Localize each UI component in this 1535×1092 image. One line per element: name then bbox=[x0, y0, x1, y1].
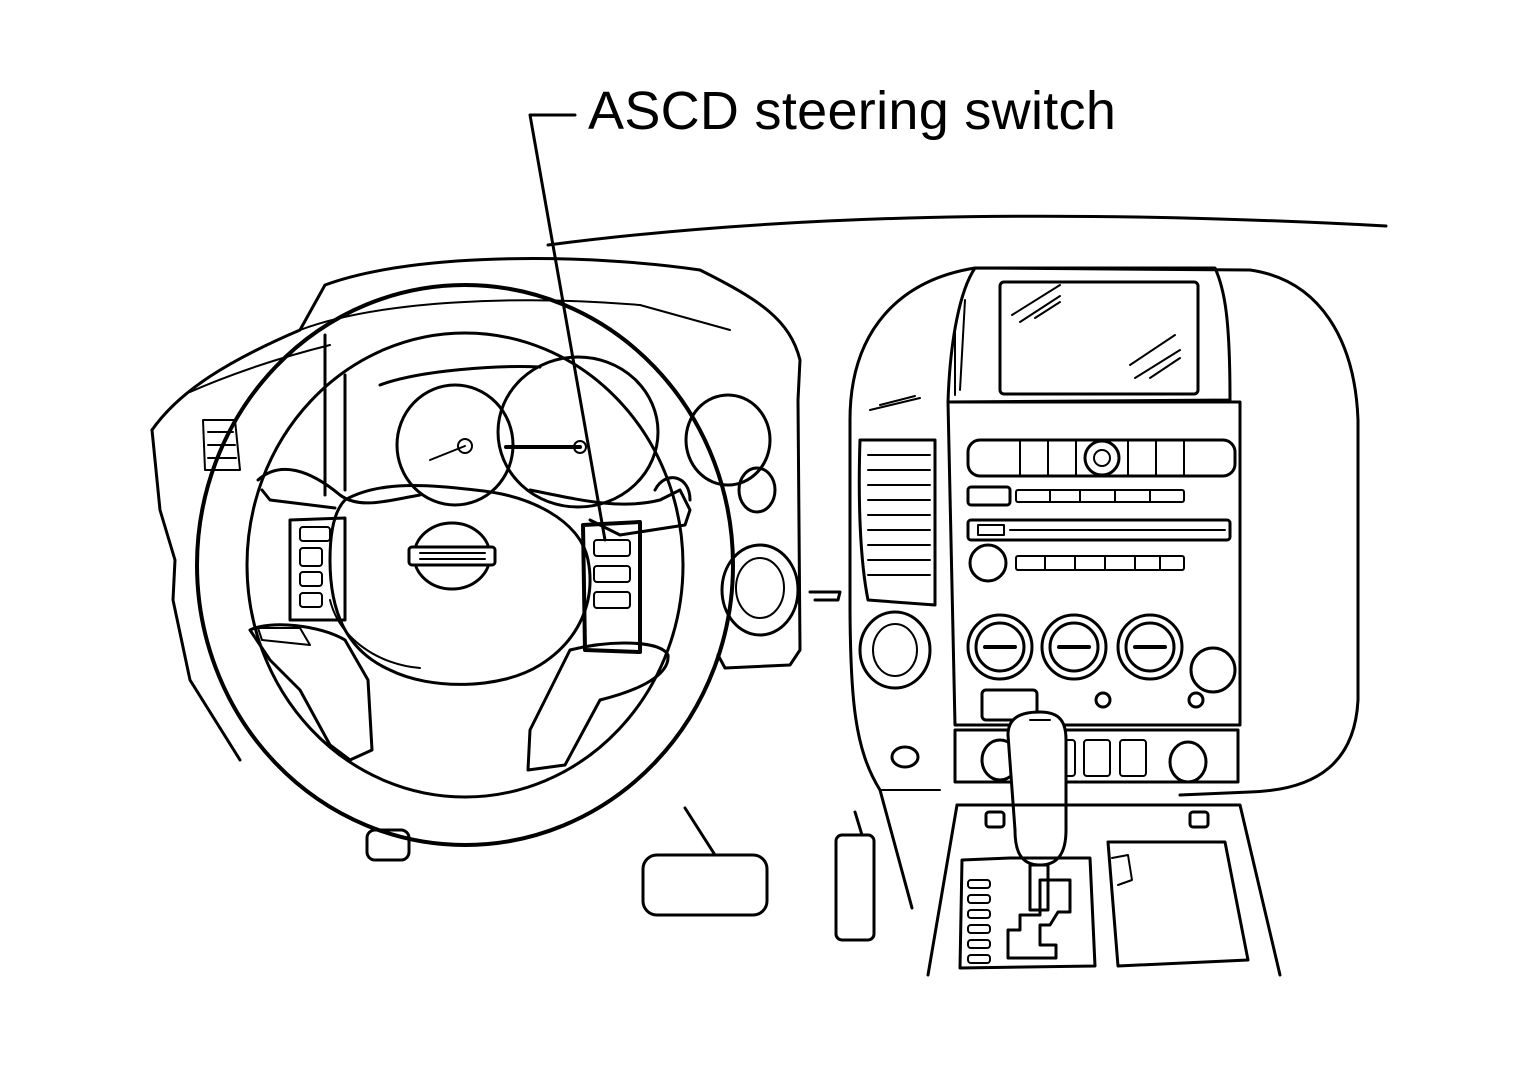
left-air-vent bbox=[202, 419, 241, 471]
lower-console bbox=[926, 803, 1282, 977]
climate-knobs bbox=[966, 613, 1237, 709]
center-vent bbox=[857, 438, 937, 607]
speedometer-gauge bbox=[496, 355, 660, 509]
accelerator-pedal bbox=[834, 833, 876, 942]
callout-label: ASCD steering switch bbox=[588, 81, 1117, 141]
cup-holder-lid bbox=[1106, 840, 1250, 968]
gauge-cluster bbox=[323, 333, 772, 509]
ignition-area bbox=[720, 543, 800, 637]
shift-lever bbox=[1006, 710, 1068, 912]
airbag-hub bbox=[328, 484, 592, 686]
instrument-hood bbox=[150, 257, 802, 432]
center-console bbox=[848, 266, 1360, 910]
navigation-display bbox=[998, 280, 1200, 396]
audio-knob-icon bbox=[1083, 439, 1121, 477]
audio-button-row bbox=[966, 438, 1237, 478]
dashboard-top-edge bbox=[546, 214, 1388, 247]
round-vent bbox=[858, 610, 932, 690]
parking-brake-pedal bbox=[365, 828, 411, 862]
steering-wheel bbox=[195, 283, 735, 847]
cd-slot bbox=[966, 518, 1232, 542]
fuel-gauge bbox=[684, 393, 772, 487]
ascd-steering-switch bbox=[581, 520, 642, 654]
left-steering-switch-cluster bbox=[288, 516, 347, 622]
brake-pedal bbox=[641, 853, 769, 917]
callout-leader-line bbox=[528, 113, 607, 542]
nissan-emblem-icon bbox=[407, 521, 497, 591]
